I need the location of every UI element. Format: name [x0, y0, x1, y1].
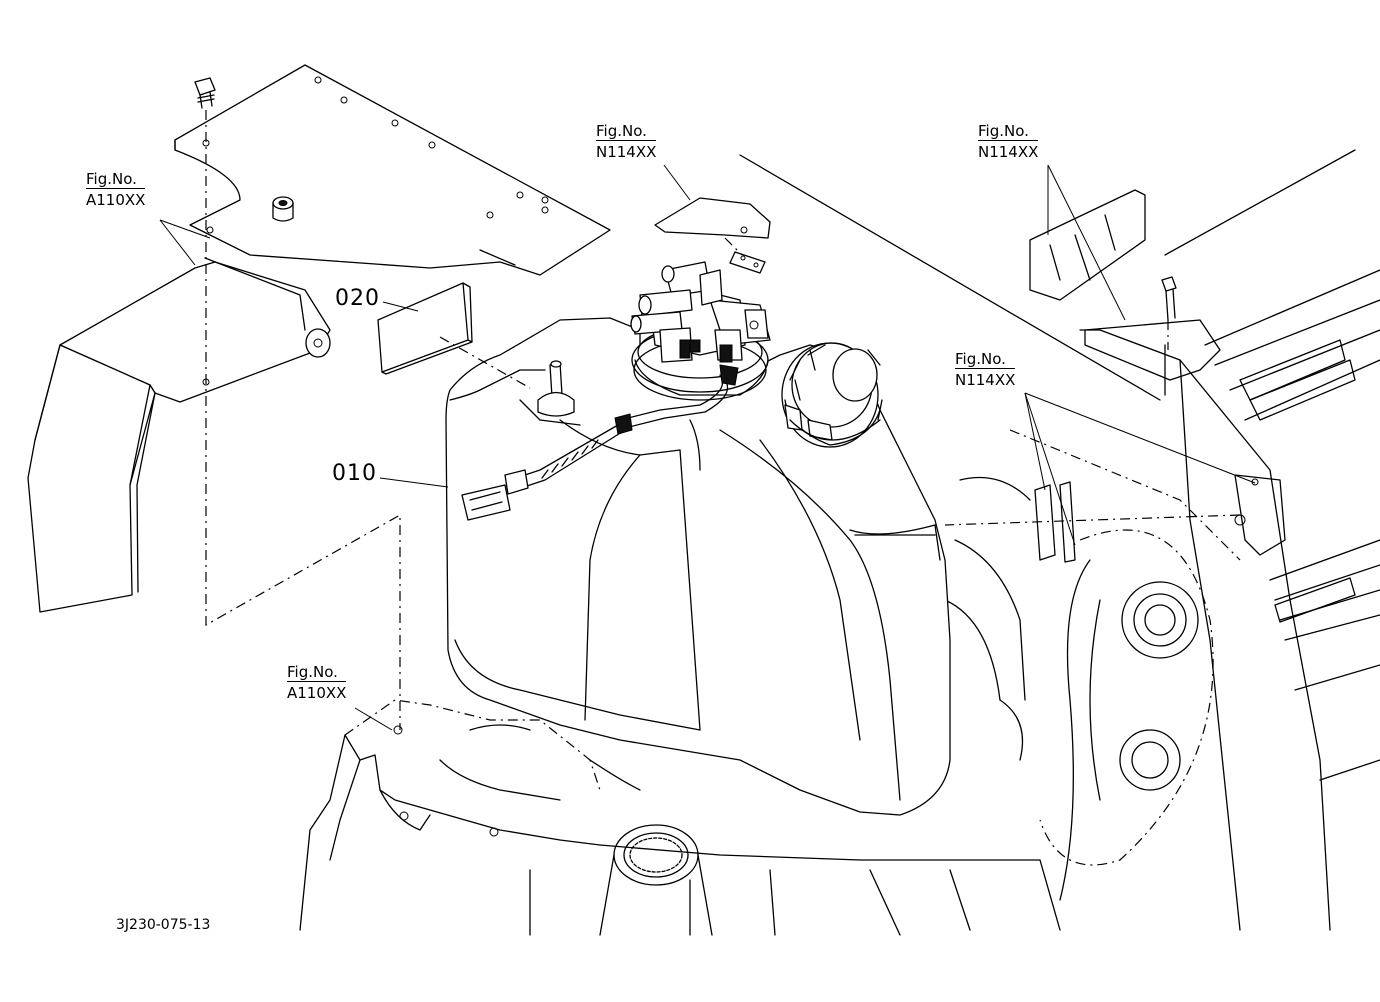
cover-plate	[174, 64, 611, 276]
fig-ref-code: A110XX	[86, 188, 146, 209]
fig-ref-code: A110XX	[287, 681, 347, 702]
part-number-010: 010	[332, 461, 377, 486]
fig-ref-code: N114XX	[955, 368, 1016, 389]
part-number-020: 020	[335, 286, 380, 311]
fig-ref-n114xx-center: Fig.No. N114XX	[596, 122, 657, 161]
fig-ref-n114xx-right: Fig.No. N114XX	[955, 350, 1016, 389]
leader-lines	[159, 110, 1256, 731]
fig-ref-n114xx-top-right: Fig.No. N114XX	[978, 122, 1039, 161]
drawing-code: 3J230-075-13	[116, 917, 211, 933]
fig-ref-code: N114XX	[596, 140, 657, 161]
fig-ref-code: N114XX	[978, 140, 1039, 161]
pad-020	[377, 282, 473, 375]
fig-ref-prefix: Fig.No.	[86, 170, 137, 188]
fig-ref-prefix: Fig.No.	[596, 122, 647, 140]
lower-frame	[299, 699, 1061, 936]
fig-ref-prefix: Fig.No.	[955, 350, 1006, 368]
center-bracket	[654, 197, 771, 274]
fuel-tank	[445, 261, 951, 816]
fig-ref-prefix: Fig.No.	[287, 663, 338, 681]
side-panel	[27, 257, 331, 613]
fig-ref-a110xx-top: Fig.No. A110XX	[86, 170, 146, 209]
right-bolt	[1161, 276, 1177, 321]
fig-ref-prefix: Fig.No.	[978, 122, 1029, 140]
fig-ref-a110xx-bottom: Fig.No. A110XX	[287, 663, 347, 702]
